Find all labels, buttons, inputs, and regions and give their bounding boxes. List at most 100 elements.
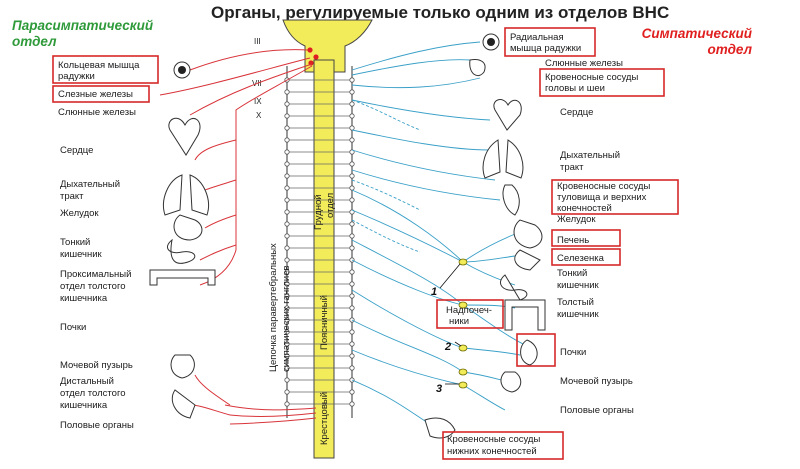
left-label-heart: Сердце [60,145,93,156]
right-label-stomach: Желудок [557,214,596,225]
ganglion-number-3: 3 [436,383,442,395]
right-label-radial-1: Радиальная [510,32,564,43]
svg-text:ники: ники [449,316,469,327]
chain-ganglion [349,221,355,227]
left-label-smallint-1: Тонкий [60,237,90,248]
svg-text:Радиальная: Радиальная [510,32,564,43]
left-label-iris-2: радужки [58,71,95,82]
left-label-distcolon-2: отдел толстого [60,388,125,399]
thoracic-label-1: Грудной [313,194,324,230]
svg-text:Слезные железы: Слезные железы [58,89,133,100]
sympathetic-heading-line1: Симпатический [642,26,753,41]
svg-text:Надпочеч-: Надпочеч- [446,305,492,316]
chain-ganglion [349,305,355,311]
chain-label-line1: Цепочка паравертебральных [268,243,279,372]
chain-ganglion [349,173,355,179]
right-label-headvessels-2: головы и шеи [545,83,605,94]
chain-ganglion [284,221,290,227]
svg-text:Тонкий: Тонкий [557,268,587,279]
chain-ganglion [284,125,290,131]
right-label-genitals: Половые органы [560,405,634,416]
right-label-trunkvessels-3: конечностей [557,203,612,214]
parasympathetic-heading-line2: отдел [12,34,57,49]
right-label-legvessels-1: Кровеносные сосуды [447,434,540,445]
chain-ganglion [284,197,290,203]
svg-text:Желудок: Желудок [60,208,99,219]
chain-ganglion [349,401,355,407]
right-label-adrenal-1: Надпочеч- [446,305,492,316]
chain-ganglion [349,281,355,287]
box-adrenal [436,299,504,329]
chain-ganglion [349,269,355,275]
chain-ganglion [349,89,355,95]
svg-text:Печень: Печень [557,235,589,246]
left-small-intestine-icon [167,238,196,264]
right-label-resp-1: Дыхательный [560,150,620,161]
chain-ganglion [284,257,290,263]
right-label-liver: Печень [557,235,589,246]
chain-ganglion [284,209,290,215]
svg-text:Слюнные железы: Слюнные железы [58,107,136,118]
chain-ganglion [284,389,290,395]
chain-ganglion [284,401,290,407]
chain-ganglion [349,113,355,119]
svg-text:Дыхательный: Дыхательный [560,150,620,161]
chain-ganglion [284,89,290,95]
chain-ganglion [284,173,290,179]
left-label-proxcolon-3: кишечника [60,293,108,304]
highlight-boxes [52,27,679,460]
left-lungs-icon [163,174,209,216]
right-label-resp-2: тракт [560,162,584,173]
box-head-vessels [539,68,665,97]
chain-ganglion [349,245,355,251]
sympathetic-fibers [351,41,526,431]
svg-text:Кровеносные сосуды: Кровеносные сосуды [557,181,650,192]
right-label-radial-2: мышца радужки [510,43,581,54]
right-label-smallint-2: кишечник [557,280,600,291]
right-lungs-icon [482,139,524,179]
svg-text:мышца радужки: мышца радужки [510,43,581,54]
chain-ganglion [284,137,290,143]
svg-text:тракт: тракт [560,162,584,173]
chain-ganglion [284,305,290,311]
svg-text:кишечник: кишечник [557,309,600,320]
chain-ganglion [349,77,355,83]
chain-ganglion [349,341,355,347]
ganglion-1-pointer [439,263,461,289]
svg-text:Половые органы: Половые органы [60,420,134,431]
svg-text:Желудок: Желудок [557,214,596,225]
svg-text:туловища и верхних: туловища и верхних [557,192,647,203]
svg-text:головы и шеи: головы и шеи [545,83,605,94]
right-label-largeint-1: Толстый [557,297,594,308]
right-label-trunkvessels-1: Кровеносные сосуды [557,181,650,192]
svg-text:кишечника: кишечника [60,293,108,304]
chain-ganglion [284,101,290,107]
parasympathetic-heading-line1: Парасимпатический [12,18,154,33]
svg-text:Толстый: Толстый [557,297,594,308]
left-label-resp-1: Дыхательный [60,179,120,190]
right-vessels-icon [502,184,520,216]
svg-text:Кольцевая мышца: Кольцевая мышца [58,60,140,71]
svg-text:Кровеносные сосуды: Кровеносные сосуды [447,434,540,445]
chain-ganglion [284,233,290,239]
svg-text:Половые органы: Половые органы [560,405,634,416]
box-liver [551,229,621,247]
cranial-nerve-x: X [256,111,262,120]
right-kidney-icon [520,339,538,366]
chain-ganglion [284,329,290,335]
right-label-trunkvessels-2: туловища и верхних [557,192,647,203]
svg-text:Сердце: Сердце [560,107,593,118]
chain-ganglion [284,341,290,347]
left-label-genitals: Половые органы [60,420,134,431]
chain-label-line2: симпатических ганглиев [281,265,292,372]
right-organs [424,33,546,439]
svg-text:Кровеносные сосуды: Кровеносные сосуды [545,72,638,83]
left-label-distcolon-1: Дистальный [60,376,114,387]
svg-text:Дистальный: Дистальный [60,376,114,387]
chain-ganglion [349,137,355,143]
box-leg-vessels [442,431,564,460]
chain-ganglion [349,233,355,239]
box-iris-sphincter [52,55,159,84]
right-label-heart: Сердце [560,107,593,118]
right-label-smallint-1: Тонкий [557,268,587,279]
